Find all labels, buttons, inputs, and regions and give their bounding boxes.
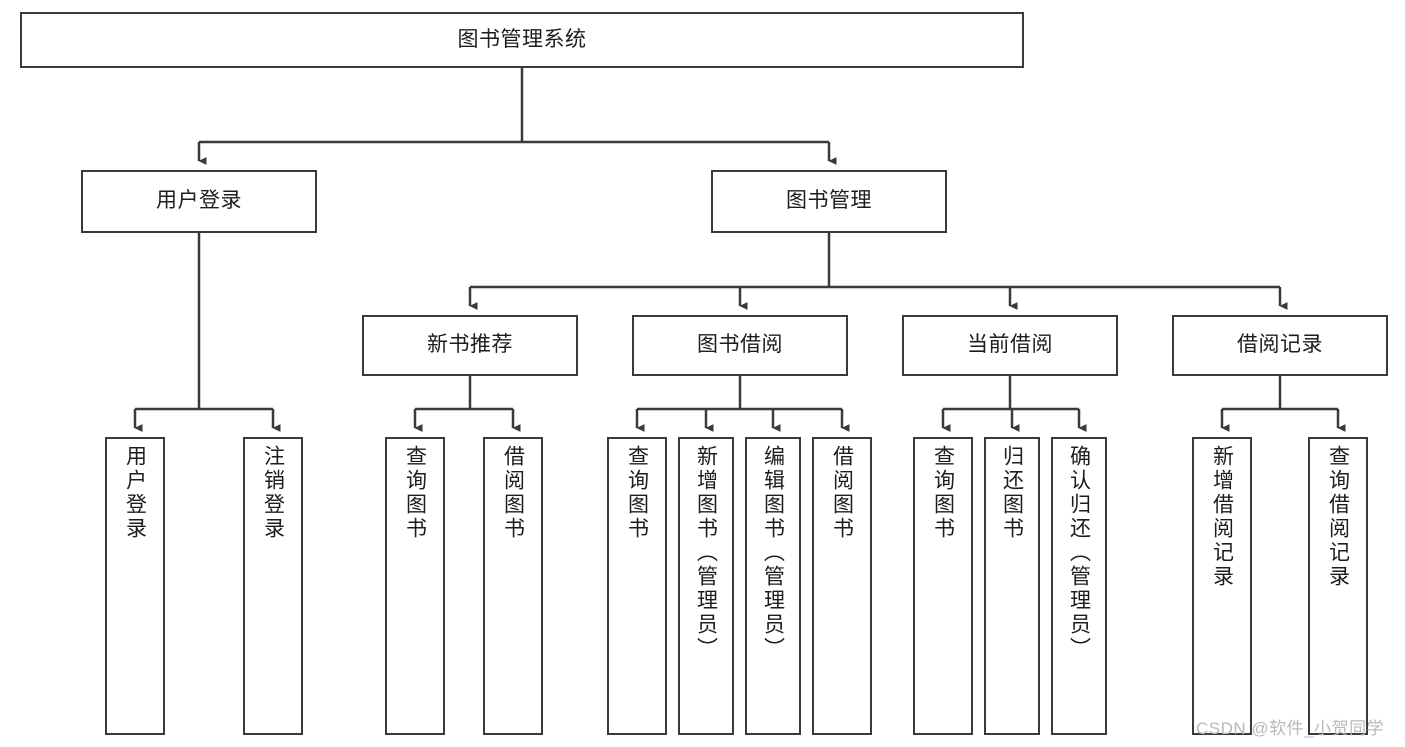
node-label: 新书推荐 (427, 333, 513, 357)
node-leaf-borrow-book-1[interactable]: 借阅图书 (483, 437, 543, 735)
node-label: 归还图书 (1000, 445, 1024, 541)
node-label: 图书管理 (786, 189, 872, 213)
node-leaf-add-book[interactable]: 新增图书（管理员） (678, 437, 734, 735)
node-leaf-user-login[interactable]: 用户登录 (105, 437, 165, 735)
node-root[interactable]: 图书管理系统 (20, 12, 1024, 68)
node-label: 用户登录 (156, 189, 242, 213)
node-label: 借阅图书 (830, 445, 854, 541)
node-label: 图书借阅 (697, 333, 783, 357)
node-leaf-return-book[interactable]: 归还图书 (984, 437, 1040, 735)
node-label: 新增图书（管理员） (694, 445, 718, 661)
node-new-book-rec[interactable]: 新书推荐 (362, 315, 578, 376)
node-label: 查询图书 (403, 445, 427, 541)
node-label: 查询图书 (931, 445, 955, 541)
node-leaf-query-record[interactable]: 查询借阅记录 (1308, 437, 1368, 735)
node-current-borrow[interactable]: 当前借阅 (902, 315, 1118, 376)
node-leaf-query-book-2[interactable]: 查询图书 (607, 437, 667, 735)
node-label: 注销登录 (261, 445, 285, 541)
node-label: 用户登录 (123, 445, 147, 541)
node-book-manage[interactable]: 图书管理 (711, 170, 947, 233)
node-leaf-query-book-1[interactable]: 查询图书 (385, 437, 445, 735)
node-label: 借阅记录 (1237, 333, 1323, 357)
node-leaf-confirm-return[interactable]: 确认归还（管理员） (1051, 437, 1107, 735)
node-leaf-query-book-3[interactable]: 查询图书 (913, 437, 973, 735)
node-label: 当前借阅 (967, 333, 1053, 357)
node-leaf-logout[interactable]: 注销登录 (243, 437, 303, 735)
node-label: 新增借阅记录 (1210, 445, 1234, 589)
node-leaf-borrow-book-2[interactable]: 借阅图书 (812, 437, 872, 735)
node-label: 确认归还（管理员） (1067, 445, 1091, 661)
node-book-borrow[interactable]: 图书借阅 (632, 315, 848, 376)
node-label: 查询图书 (625, 445, 649, 541)
node-label: 查询借阅记录 (1326, 445, 1350, 589)
node-leaf-edit-book[interactable]: 编辑图书（管理员） (745, 437, 801, 735)
node-label: 编辑图书（管理员） (761, 445, 785, 661)
node-label: 借阅图书 (501, 445, 525, 541)
node-borrow-record[interactable]: 借阅记录 (1172, 315, 1388, 376)
node-user-login[interactable]: 用户登录 (81, 170, 317, 233)
node-label: 图书管理系统 (457, 27, 587, 51)
node-leaf-add-record[interactable]: 新增借阅记录 (1192, 437, 1252, 735)
